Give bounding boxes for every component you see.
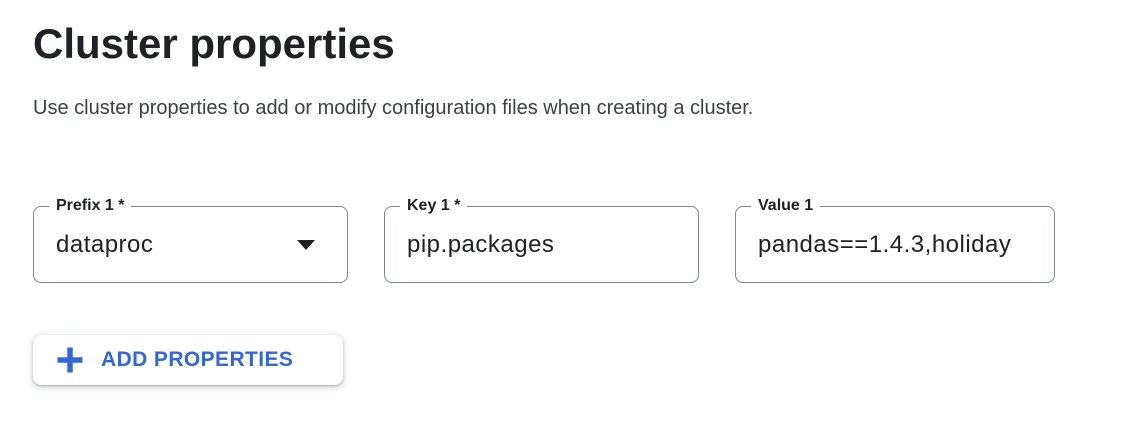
- prefix-select[interactable]: Prefix 1 * dataproc: [33, 196, 348, 283]
- value-label: Value 1: [751, 196, 821, 216]
- add-properties-button[interactable]: ADD PROPERTIES: [33, 335, 343, 385]
- page-title: Cluster properties: [33, 20, 395, 67]
- dropdown-arrow-icon[interactable]: [297, 239, 315, 250]
- prefix-value: dataproc: [56, 230, 154, 258]
- value-input[interactable]: [758, 230, 1032, 259]
- value-field: Value 1: [735, 196, 1055, 283]
- add-properties-label: ADD PROPERTIES: [101, 348, 294, 371]
- prefix-label: Prefix 1 *: [49, 196, 132, 216]
- key-input[interactable]: [407, 230, 676, 259]
- key-field: Key 1 *: [384, 196, 699, 283]
- property-row: Prefix 1 * dataproc Key 1 * Value 1: [33, 196, 1055, 283]
- page-description: Use cluster properties to add or modify …: [33, 97, 754, 119]
- key-label: Key 1 *: [400, 196, 468, 216]
- plus-icon: [55, 345, 85, 375]
